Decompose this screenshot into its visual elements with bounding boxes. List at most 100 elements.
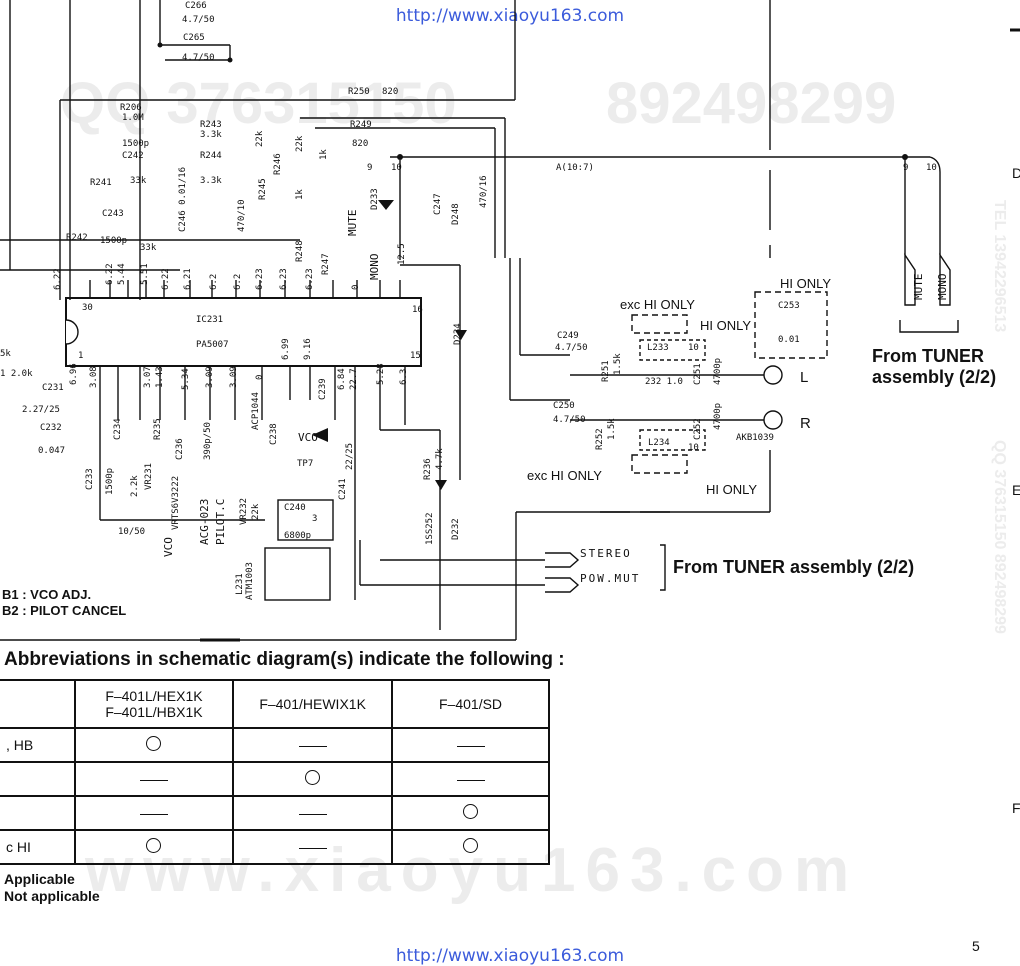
svg-text:22k: 22k [251, 503, 261, 520]
adjust-note-pilot: B2 : PILOT CANCEL [2, 603, 127, 618]
svg-text:3.07: 3.07 [143, 366, 153, 388]
svg-text:C251: C251 [693, 363, 703, 385]
svg-text:820: 820 [382, 87, 398, 97]
svg-text:1SS252: 1SS252 [425, 512, 435, 545]
margin-letter-e: E [1012, 482, 1020, 498]
header-blank [0, 679, 76, 729]
svg-text:C249: C249 [557, 331, 579, 341]
svg-text:0: 0 [351, 285, 361, 290]
svg-text:C250: C250 [553, 401, 575, 411]
svg-text:6.23: 6.23 [279, 268, 289, 290]
hi-only-note-2: HI ONLY [700, 318, 752, 333]
from-tuner-label-2: assembly (2/2) [872, 367, 997, 387]
svg-text:C236: C236 [175, 438, 185, 460]
header-model-hex: F–401L/HEX1K [105, 688, 203, 704]
svg-text:C239: C239 [318, 378, 328, 400]
cell-not-applicable [232, 795, 394, 831]
svg-text:C265: C265 [183, 33, 205, 43]
svg-text:470/16: 470/16 [479, 175, 489, 208]
svg-text:1500p: 1500p [100, 236, 127, 246]
not-applicable-dash-icon [456, 745, 485, 747]
svg-text:ACG-023: ACG-023 [198, 499, 211, 545]
svg-text:L233: L233 [647, 343, 669, 353]
svg-text:R249: R249 [350, 120, 372, 130]
source-url-top[interactable]: http://www.xiaoyu163.com [395, 6, 625, 26]
svg-text:5.34: 5.34 [181, 368, 191, 390]
svg-text:16: 16 [412, 305, 423, 315]
svg-text:0: 0 [255, 375, 265, 380]
svg-text:R243: R243 [200, 120, 222, 130]
svg-text:22k: 22k [295, 135, 305, 152]
svg-text:22k: 22k [255, 130, 265, 147]
cell-applicable [232, 761, 394, 797]
watermark-number: 892498299 [606, 71, 897, 136]
row-label: c HI [0, 829, 76, 865]
hi-only-note-1: HI ONLY [780, 276, 832, 291]
svg-text:232 1.0: 232 1.0 [645, 377, 683, 387]
cell-applicable [73, 727, 235, 763]
svg-text:L234: L234 [648, 438, 670, 448]
svg-text:5k: 5k [0, 349, 11, 359]
output-right-label: R [800, 415, 811, 432]
svg-text:R251: R251 [601, 360, 611, 382]
svg-text:6.3: 6.3 [399, 369, 409, 385]
svg-text:MUTE: MUTE [346, 210, 359, 237]
svg-text:POW.MUT: POW.MUT [580, 572, 640, 585]
source-url-bottom[interactable]: http://www.xiaoyu163.com [395, 946, 625, 966]
svg-text:6.21: 6.21 [183, 268, 193, 290]
svg-text:6.96: 6.96 [69, 363, 79, 385]
abbreviation-table: F–401L/HEX1K F–401L/HBX1K F–401/HEWIX1K … [0, 679, 550, 865]
cell-not-applicable [73, 761, 235, 797]
row-label [0, 795, 76, 831]
svg-text:820: 820 [352, 139, 368, 149]
cell-not-applicable [391, 727, 550, 763]
svg-text:C240: C240 [284, 503, 306, 513]
svg-text:VCO: VCO [298, 431, 318, 444]
margin-letter-d: D [1012, 165, 1020, 181]
svg-text:390p/50: 390p/50 [203, 422, 213, 460]
svg-text:4.7k: 4.7k [435, 448, 445, 470]
svg-text:C252: C252 [693, 418, 703, 440]
svg-text:6.23: 6.23 [255, 268, 265, 290]
svg-text:R235: R235 [153, 418, 163, 440]
svg-text:5.44: 5.44 [117, 263, 127, 285]
not-applicable-dash-icon [298, 847, 327, 849]
table-header-row: F–401L/HEX1K F–401L/HBX1K F–401/HEWIX1K … [0, 679, 550, 729]
svg-text:TP7: TP7 [297, 459, 313, 469]
svg-text:6.22: 6.22 [161, 268, 171, 290]
svg-text:9.16: 9.16 [303, 338, 313, 360]
svg-text:VR231: VR231 [144, 463, 154, 490]
cell-not-applicable [73, 795, 235, 831]
svg-text:1500p: 1500p [122, 139, 149, 149]
svg-text:1.0M: 1.0M [122, 113, 144, 123]
cell-not-applicable [391, 761, 550, 797]
svg-text:1: 1 [78, 351, 83, 361]
watermark-qq-vertical: QQ 376315150 892498299 [991, 440, 1008, 634]
svg-text:4700p: 4700p [713, 403, 723, 430]
svg-text:33k: 33k [130, 176, 147, 186]
legend-applicable: Applicable [4, 871, 75, 887]
exc-hi-only-note-1: exc HI ONLY [620, 297, 695, 312]
svg-text:33k: 33k [140, 243, 157, 253]
adjust-note-vco: B1 : VCO ADJ. [2, 587, 92, 602]
svg-text:6.23: 6.23 [305, 268, 315, 290]
table-row [0, 795, 550, 831]
svg-text:D233: D233 [370, 188, 380, 210]
svg-text:MUTE: MUTE [912, 274, 925, 301]
watermark-qq: QQ 376315150 [60, 71, 457, 136]
svg-text:C231: C231 [42, 383, 64, 393]
table-row: c HI [0, 829, 550, 865]
svg-text:22/25: 22/25 [345, 443, 355, 470]
not-applicable-dash-icon [298, 813, 327, 815]
svg-text:5.28: 5.28 [376, 363, 386, 385]
svg-text:15: 15 [410, 351, 421, 361]
svg-text:C247: C247 [433, 193, 443, 215]
output-left-label: L [800, 369, 809, 386]
watermark-tel: TEL 13942296513 [991, 200, 1008, 333]
svg-text:1.5k: 1.5k [613, 353, 623, 375]
cell-applicable [391, 829, 550, 865]
svg-text:C241: C241 [338, 478, 348, 500]
svg-text:6.2: 6.2 [233, 274, 243, 290]
svg-text:C243: C243 [102, 209, 124, 219]
